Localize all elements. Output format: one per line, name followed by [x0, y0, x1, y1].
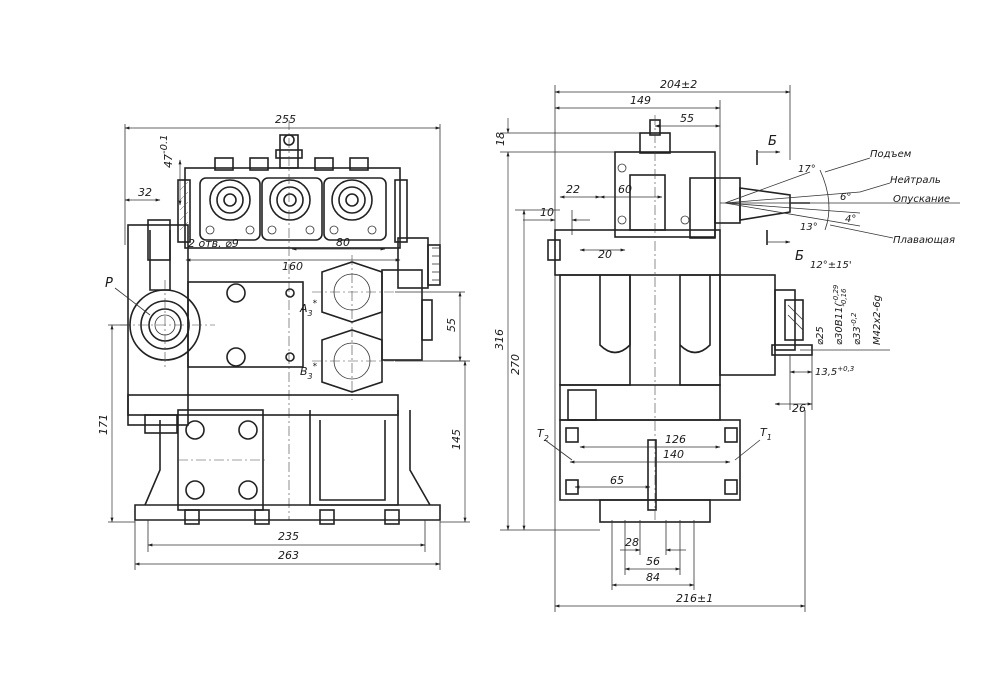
angle-13: 13°: [800, 222, 818, 233]
port-p: [120, 280, 215, 370]
angle-17: 17°: [798, 164, 816, 175]
dim-10: 10: [540, 206, 554, 219]
angle-4: 4°: [845, 214, 856, 225]
dim-56: 56: [646, 555, 660, 568]
dim-12deg: 12°±15': [810, 260, 852, 271]
dim-55r: 55: [680, 112, 694, 125]
pos-neutral: Нейтраль: [890, 175, 941, 186]
dim-33: ⌀33-0,2: [850, 312, 863, 345]
dim-171: 171: [97, 414, 110, 435]
dim-18: 18: [494, 132, 507, 146]
dim-270: 270: [509, 354, 522, 375]
label-p: P: [105, 276, 113, 291]
pump-housing: [187, 281, 304, 368]
dim-140: 140: [663, 448, 684, 461]
dim-160: 160: [282, 260, 303, 273]
left-view: 255 47 -0.1 32: [97, 113, 470, 570]
dim-30: ⌀30В11(-0,29-0,16: [832, 284, 848, 345]
dim-216: 216±1: [676, 592, 713, 605]
label-t2: T2: [537, 427, 549, 443]
spool-1: [199, 177, 261, 241]
dim-47: 47: [162, 154, 175, 168]
pos-lower: Опускание: [893, 194, 950, 205]
label-a3: A3*: [299, 299, 318, 318]
control-lever[interactable]: [714, 169, 960, 231]
dim-20: 20: [598, 248, 612, 261]
angle-6: 6°: [840, 192, 851, 203]
spool-2: [261, 177, 323, 241]
pos-float: Плавающая: [893, 235, 955, 246]
dim-84: 84: [646, 571, 660, 584]
section-b-top: Б: [768, 134, 777, 149]
dim-28: 28: [625, 536, 639, 549]
dim-25: ⌀25: [815, 326, 826, 345]
dim-holes: 2 отв. ⌀9: [188, 237, 239, 250]
section-b-mid: Б: [795, 249, 804, 264]
dim-263: 263: [278, 549, 299, 562]
dim-204: 204±2: [660, 78, 697, 91]
dim-255: 255: [275, 113, 296, 126]
pos-lift: Подъем: [870, 149, 912, 160]
dim-235: 235: [278, 530, 299, 543]
dim-22: 22: [566, 183, 580, 196]
dim-316: 316: [493, 329, 506, 350]
dim-thread: M42x2-6g: [872, 295, 883, 345]
dim-13-5: 13,5+0,3: [815, 365, 854, 378]
dim-149: 149: [630, 94, 651, 107]
side-port-fitting: [719, 274, 813, 376]
label-t1: T1: [760, 426, 772, 442]
right-view: 204±2 149 55 18 22 60 10: [493, 78, 960, 612]
dim-65: 65: [610, 474, 624, 487]
dim-145: 145: [450, 429, 463, 450]
dim-26: 26: [792, 402, 806, 415]
spool-3: [323, 177, 387, 241]
dim-32: 32: [138, 186, 152, 199]
dim-80: 80: [336, 236, 350, 249]
lower-housing: [559, 419, 741, 501]
dim-47-tol: -0.1: [159, 134, 170, 154]
dim-60: 60: [618, 183, 632, 196]
label-b3: B3*: [300, 362, 318, 381]
dim-55: 55: [445, 318, 458, 332]
dim-126: 126: [665, 433, 686, 446]
